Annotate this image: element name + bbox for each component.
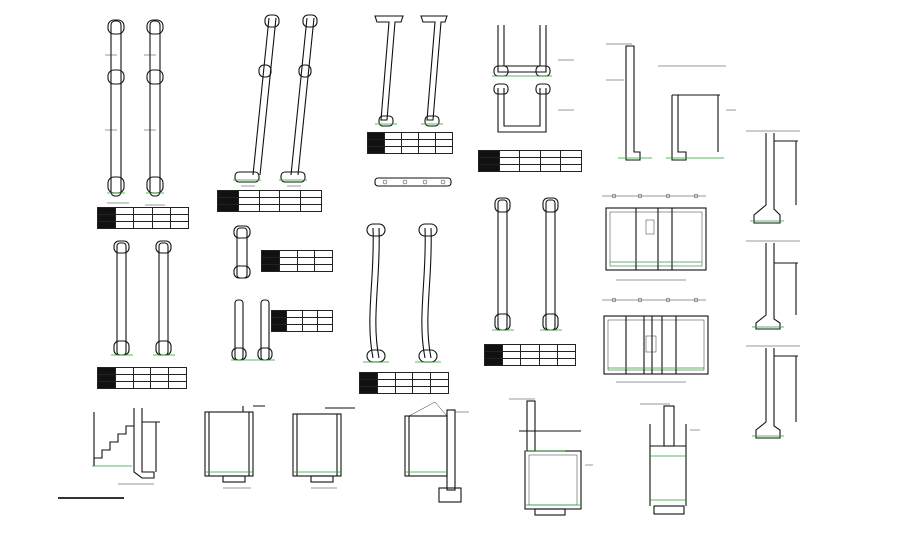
vertical-column-pair-1 xyxy=(95,15,195,245)
inclined-column-elevations xyxy=(233,14,318,187)
wall-side-section xyxy=(746,130,800,224)
retaining-wall-sections xyxy=(606,43,736,161)
retaining-wall-pair-top xyxy=(596,40,741,175)
schedule-table xyxy=(217,190,322,212)
wall-section xyxy=(292,407,355,489)
schedule-table xyxy=(483,344,577,366)
wall-section xyxy=(204,405,265,489)
u-wall-pair xyxy=(478,20,588,180)
column-elevations xyxy=(105,19,165,206)
tank-section xyxy=(640,403,700,515)
u-wall-sections xyxy=(492,25,574,133)
stair-section xyxy=(92,408,160,485)
schedule-table xyxy=(97,367,187,389)
tall-column-pair xyxy=(480,192,580,372)
tall-column-elevations xyxy=(492,197,562,331)
plan-bottom xyxy=(596,296,716,388)
tank-section-1 xyxy=(505,395,595,530)
inclined-wall-elevations xyxy=(374,15,452,187)
wall-section-2 xyxy=(285,402,365,494)
schedule-table xyxy=(359,372,449,394)
ramp-section xyxy=(404,401,469,503)
plan-top xyxy=(596,192,716,287)
short-column-pair xyxy=(225,222,340,372)
inclined-wall-pair xyxy=(365,10,465,210)
schedule-table xyxy=(478,150,582,172)
wall-section-1 xyxy=(195,402,275,494)
schedule-table xyxy=(367,132,453,154)
side-section-1 xyxy=(740,125,810,230)
floor-plan xyxy=(602,297,709,383)
floor-plan xyxy=(602,193,707,281)
column-elevations xyxy=(111,240,175,356)
wall-side-section xyxy=(746,345,800,439)
schedule-table xyxy=(96,207,190,229)
stair-wall-section xyxy=(82,402,182,492)
wall-side-section xyxy=(746,240,800,330)
side-section-3 xyxy=(740,340,810,445)
curved-column-pair xyxy=(355,218,455,403)
tank-section xyxy=(509,398,593,516)
scale-bar xyxy=(58,497,124,499)
schedule-table xyxy=(270,310,334,332)
side-section-2 xyxy=(740,235,810,335)
vertical-column-pair-2 xyxy=(95,235,195,400)
schedule-table xyxy=(261,250,333,272)
ramp-wall-section xyxy=(395,400,475,510)
curved-column-elevations xyxy=(363,223,441,363)
inclined-column-pair xyxy=(215,10,330,220)
short-column-elevations xyxy=(231,225,275,361)
tank-section-2 xyxy=(630,400,705,530)
